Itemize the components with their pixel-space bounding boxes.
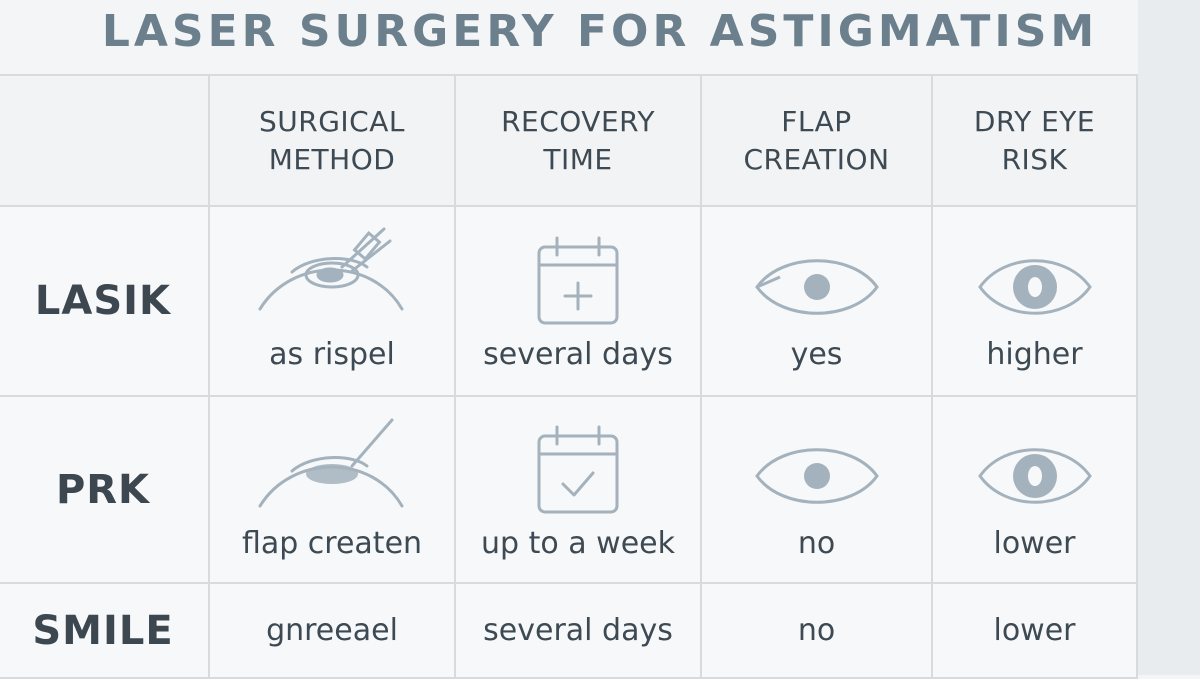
flap-cell: no xyxy=(702,397,933,584)
dry-eye-cell: lower xyxy=(933,397,1138,584)
row-label: LASIK xyxy=(34,278,172,324)
dry-eye-value: lower xyxy=(993,525,1076,561)
flap-value: no xyxy=(797,612,836,648)
flap-cell: yes xyxy=(702,207,933,397)
eye-icon xyxy=(977,259,1092,315)
eye-icon xyxy=(977,447,1092,504)
header-recovery-time: RECOVERY TIME xyxy=(456,76,702,207)
method-cell: flap createn xyxy=(210,397,456,584)
header-label: FLAP CREATION xyxy=(743,104,890,176)
header-dry-eye-risk: DRY EYE RISK xyxy=(933,76,1138,207)
right-background-band xyxy=(1138,0,1200,675)
dry-eye-cell: higher xyxy=(933,207,1138,397)
recovery-cell: several days xyxy=(456,584,702,679)
method-cell: as rispel xyxy=(210,207,456,397)
method-value: flap createn xyxy=(241,525,423,561)
calendar-check-icon xyxy=(537,425,619,513)
method-value: as rispel xyxy=(269,337,395,372)
dry-eye-value: higher xyxy=(986,337,1083,372)
method-cell: gnreeael xyxy=(210,584,456,679)
recovery-value: up to a week xyxy=(481,525,675,561)
header-flap-creation: FLAP CREATION xyxy=(702,76,933,207)
eye-icon xyxy=(754,447,879,504)
laser-eye-icon xyxy=(258,227,404,311)
header-surgical-method: SURGICAL METHOD xyxy=(210,76,456,207)
row-label: PRK xyxy=(55,466,151,513)
row-label-cell: PRK xyxy=(0,397,210,584)
flap-value: no xyxy=(797,525,836,561)
header-label: SURGICAL METHOD xyxy=(259,104,405,176)
dry-eye-value: lower xyxy=(993,612,1076,648)
laser-eye-icon xyxy=(258,418,404,507)
recovery-cell: several days xyxy=(456,207,702,397)
row-label-cell: LASIK xyxy=(0,207,210,397)
recovery-value: several days xyxy=(483,337,673,372)
comparison-table: SURGICAL METHOD RECOVERY TIME FLAP CREAT… xyxy=(0,74,1138,679)
page-title: LASER SURGERY FOR ASTIGMATISM xyxy=(101,6,1099,57)
row-label-cell: SMILE xyxy=(0,584,210,679)
row-label: SMILE xyxy=(32,607,174,654)
recovery-value: several days xyxy=(483,612,673,648)
eye-flap-icon xyxy=(754,259,879,315)
dry-eye-cell: lower xyxy=(933,584,1138,679)
header-label: RECOVERY TIME xyxy=(501,104,655,176)
header-label: DRY EYE RISK xyxy=(973,104,1096,176)
method-value: gnreeael xyxy=(266,612,398,648)
header-empty-cell xyxy=(0,76,210,207)
recovery-cell: up to a week xyxy=(456,397,702,584)
flap-value: yes xyxy=(790,337,843,372)
calendar-plus-icon xyxy=(537,236,619,325)
flap-cell: no xyxy=(702,584,933,679)
